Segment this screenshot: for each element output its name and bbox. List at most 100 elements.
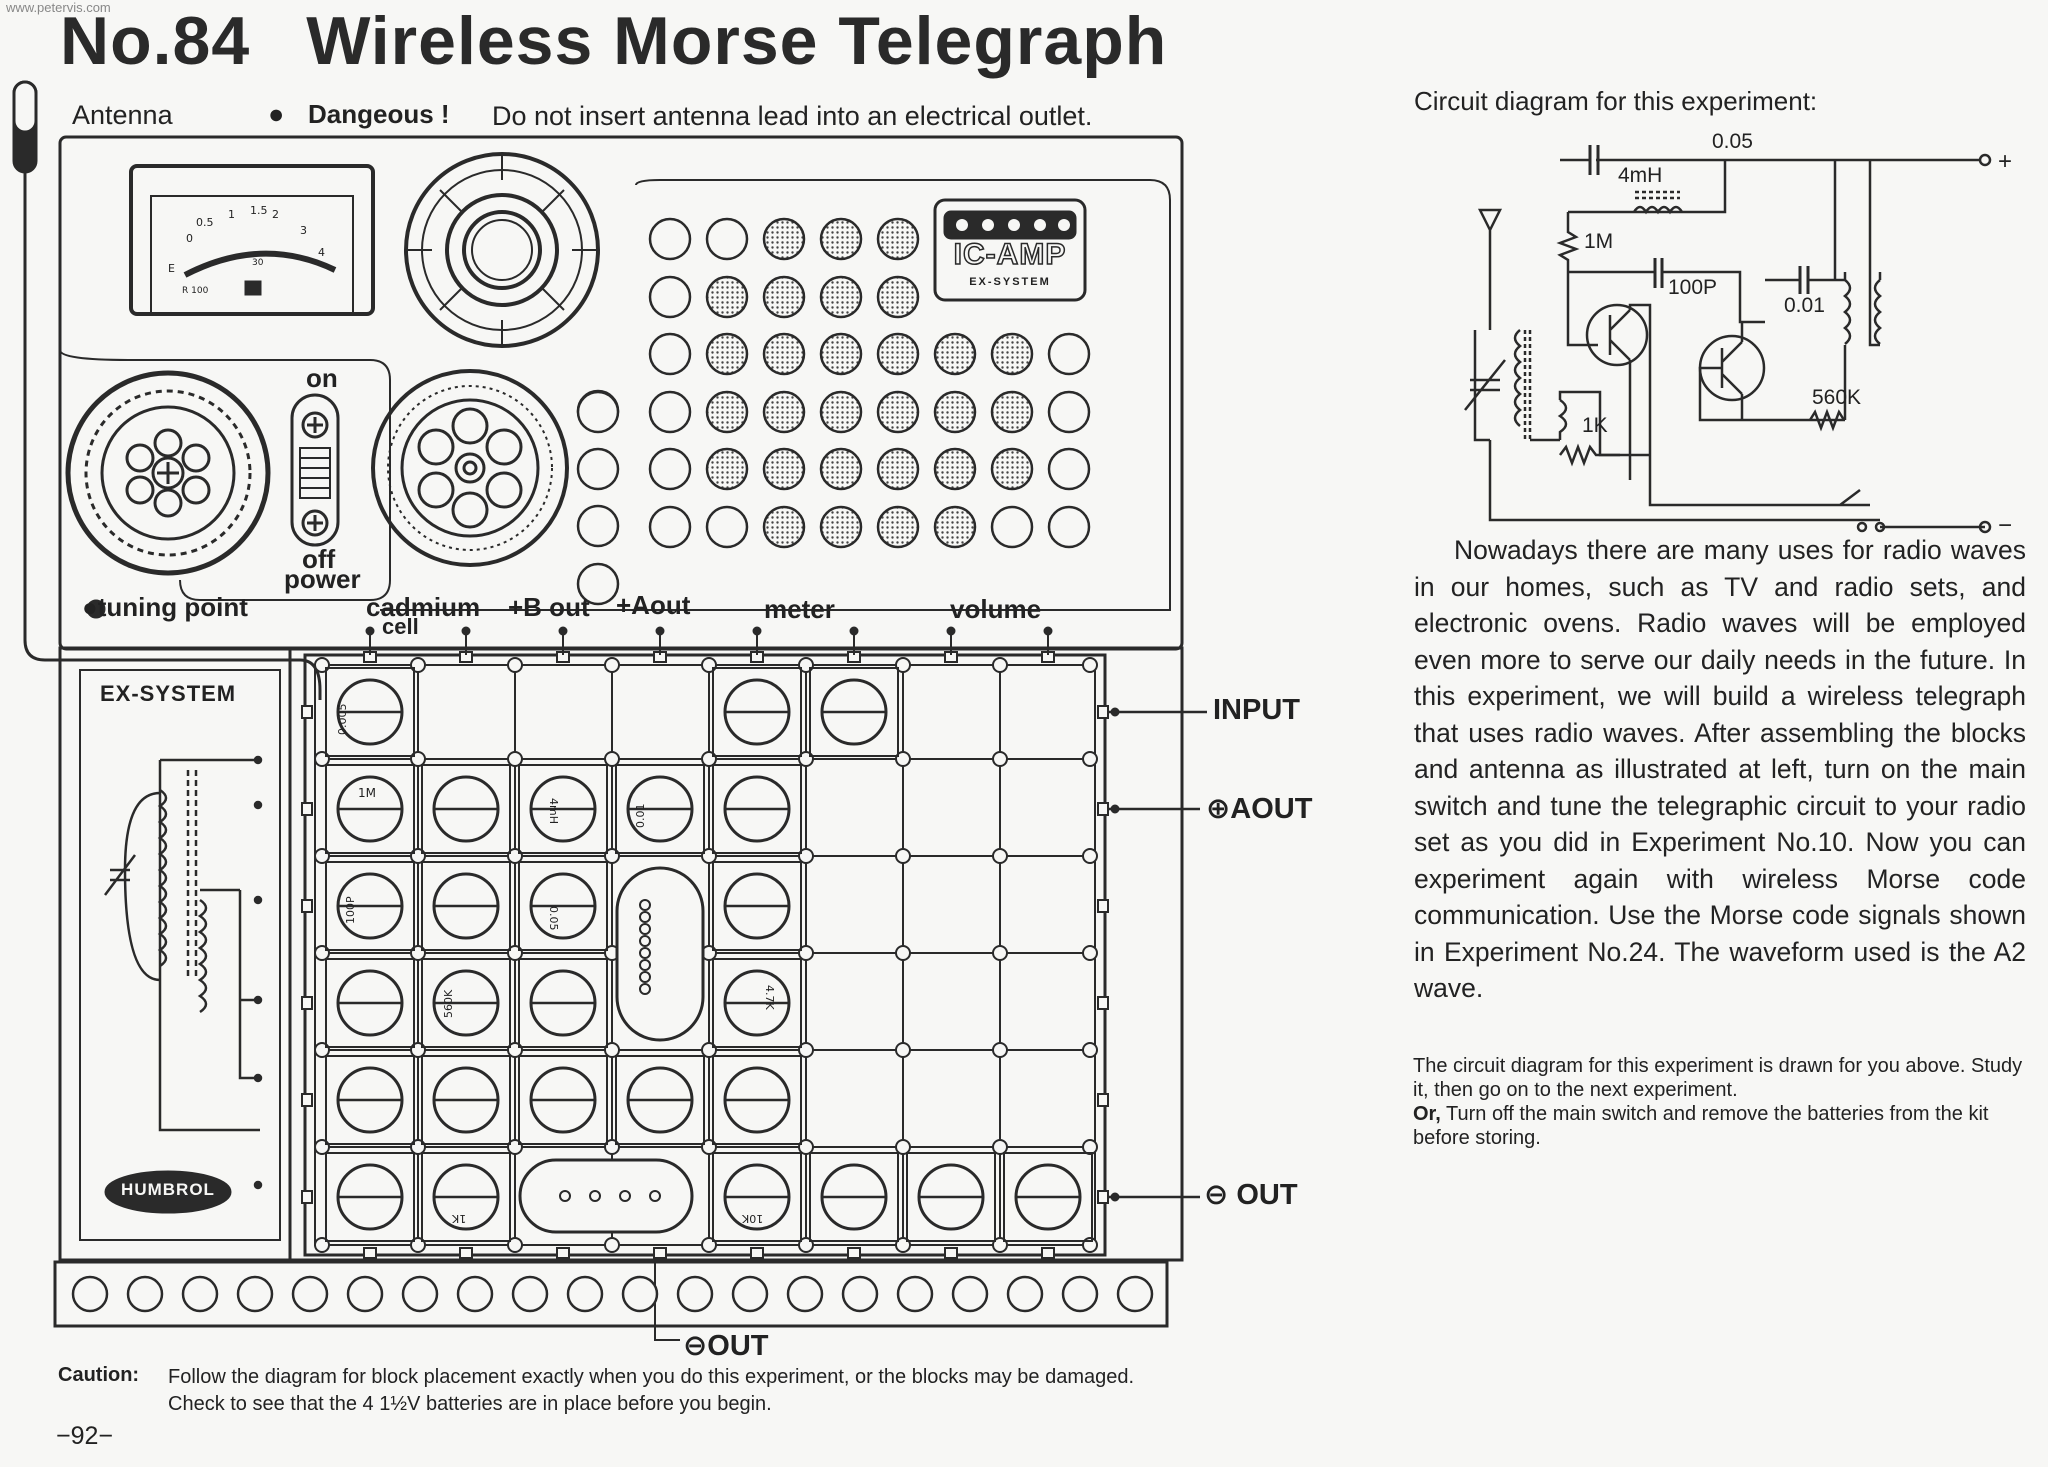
panel-hole	[762, 447, 806, 491]
panel-hole	[876, 217, 920, 261]
panel-hole	[819, 332, 863, 376]
cap-001-label: 0.01	[1784, 294, 1825, 317]
board-terminal	[459, 1247, 473, 1259]
block-tile	[325, 1055, 415, 1145]
panel-hole	[648, 505, 692, 549]
ic-amp-badge	[933, 198, 1087, 302]
grid-node	[895, 945, 911, 961]
resistor-1m-label: 1M	[1584, 230, 1614, 253]
block-tile	[712, 861, 802, 951]
strip-hole	[731, 1275, 769, 1313]
block-label-0005: 0.005	[336, 703, 349, 736]
block-tile	[421, 861, 511, 951]
panel-hole	[990, 332, 1034, 376]
strip-hole	[511, 1275, 549, 1313]
strip-hole	[291, 1275, 329, 1313]
strip-hole	[1061, 1275, 1099, 1313]
panel-hole	[876, 275, 920, 319]
block-tile	[712, 1152, 802, 1242]
block-tile	[421, 1055, 511, 1145]
panel-hole	[819, 505, 863, 549]
panel-hole	[576, 504, 620, 548]
block-tile	[518, 958, 608, 1048]
board-terminal	[1097, 1190, 1109, 1204]
board-terminal	[847, 1247, 861, 1259]
body-paragraph: Nowadays there are many uses for radio w…	[1414, 535, 2026, 1003]
strip-hole	[401, 1275, 439, 1313]
aout-label: ⊕AOUT	[1206, 793, 1313, 825]
block-tile	[518, 861, 608, 951]
panel-hole	[876, 390, 920, 434]
block-label-005: 0.05	[547, 906, 560, 931]
watermark: www.petervis.com	[6, 0, 111, 15]
minus-terminal-label: −	[1998, 512, 2013, 539]
block-tile	[1003, 1152, 1093, 1242]
board-terminal	[301, 705, 313, 719]
block-tile	[809, 1152, 899, 1242]
block-tile	[325, 764, 415, 854]
grid-node	[1082, 751, 1098, 767]
panel-hole	[990, 390, 1034, 434]
coil-turn	[639, 947, 651, 959]
board-terminal	[301, 996, 313, 1010]
block-tile	[712, 1055, 802, 1145]
circuit-title: Circuit diagram for this experiment:	[1414, 86, 1818, 116]
inductor-label: 4mH	[1618, 164, 1663, 187]
meter-label-2: 2	[272, 208, 279, 221]
antenna-label: Antenna	[72, 100, 173, 130]
caution-text: Follow the diagram for block placement e…	[168, 1366, 1135, 1415]
terminal-strip	[53, 1260, 1169, 1328]
block-tile	[325, 1152, 415, 1242]
panel-hole	[705, 390, 749, 434]
power-switch	[290, 393, 340, 547]
note-line-2: Turn off the main switch and remove the …	[1413, 1103, 1989, 1149]
terminal-volume-label: volume	[950, 594, 1042, 624]
board-terminal	[653, 1247, 667, 1259]
key-contact	[619, 1190, 631, 1202]
resistor-560k-label: 560K	[1812, 386, 1862, 409]
side-lead-dot	[1110, 804, 1120, 814]
board-terminal	[363, 1247, 377, 1259]
board-terminal	[1097, 1093, 1109, 1107]
board-terminal	[944, 1247, 958, 1259]
block-label-1k: 1K	[452, 1212, 467, 1225]
board-terminal	[301, 1190, 313, 1204]
board-terminal	[1097, 705, 1109, 719]
panel-hole	[648, 447, 692, 491]
block-tile	[712, 958, 802, 1048]
meter-label-4: 4	[318, 246, 325, 259]
panel-hole	[933, 505, 977, 549]
block-label-560k: 560K	[442, 989, 455, 1018]
key-contact	[649, 1190, 661, 1202]
grid-node	[798, 848, 814, 864]
switch-power-label: power	[284, 564, 361, 594]
panel-hole	[576, 562, 620, 606]
meter	[129, 164, 375, 316]
tuning-point-label: ●tuning point	[82, 592, 248, 622]
input-label: INPUT	[1213, 694, 1300, 726]
terminal-cell-label: cell	[382, 614, 419, 639]
terminal-meter-label: meter	[764, 594, 835, 624]
panel-hole	[876, 505, 920, 549]
ex-system-panel	[58, 646, 292, 1262]
block-tile	[809, 667, 899, 757]
panel-hole	[1047, 447, 1091, 491]
board-terminal	[556, 1247, 570, 1259]
strip-hole	[71, 1275, 109, 1313]
panel-hole	[762, 505, 806, 549]
meter-sub-30: 30	[252, 258, 264, 268]
block-tile	[325, 667, 415, 757]
block-tile	[325, 958, 415, 1048]
terminal-cadmium-label: cadmium	[366, 592, 481, 622]
coil-turn	[639, 935, 651, 947]
grid-node	[507, 657, 523, 673]
board-terminal	[750, 1247, 764, 1259]
strip-hole	[346, 1275, 384, 1313]
block-tile	[518, 764, 608, 854]
grid-node	[992, 657, 1008, 673]
strip-hole	[126, 1275, 164, 1313]
meter-label-0: 0	[186, 232, 193, 245]
danger-text: Do not insert antenna lead into an elect…	[492, 101, 1093, 131]
block-tile	[421, 764, 511, 854]
